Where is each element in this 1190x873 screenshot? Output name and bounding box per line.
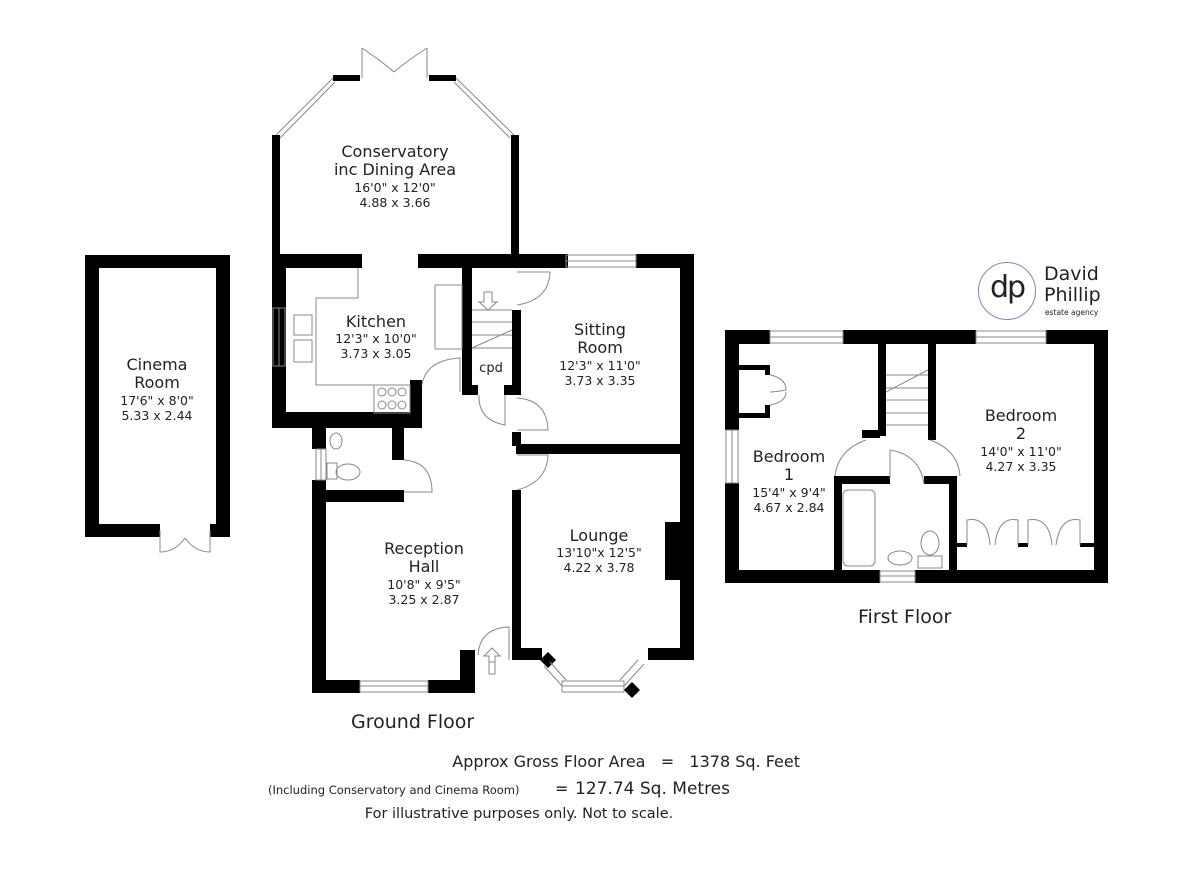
- room-name: 2: [1015, 424, 1027, 444]
- room-label-bedroom-1: Bedroom 1 15'4" x 9'4" 4.67 x 2.84: [752, 447, 826, 515]
- logo-name: David Phillip: [1044, 264, 1101, 306]
- equals-sign: =: [555, 779, 569, 798]
- fixtures-and-windows: [159, 47, 1081, 693]
- room-dimensions-imperial: 16'0" x 12'0": [354, 179, 436, 195]
- equals-sign: =: [660, 752, 675, 771]
- room-dimensions-metric: 3.73 x 3.35: [564, 372, 636, 388]
- room-name: Sitting: [574, 320, 626, 339]
- room-label-conservatory: Conservatory inc Dining Area 16'0" x 12'…: [333, 142, 457, 210]
- disclaimer: For illustrative purposes only. Not to s…: [364, 806, 674, 822]
- agency-logo: dp David Phillip estate agency: [978, 262, 1118, 322]
- room-name: Bedroom: [752, 447, 826, 466]
- room-label-cupboard: cpd: [479, 361, 503, 377]
- walls: [85, 75, 1108, 698]
- room-label-sitting-room: Sitting Room 12'3" x 11'0" 3.73 x 3.35: [559, 320, 641, 388]
- room-name: Room: [134, 373, 180, 393]
- logo-name-line1: David: [1044, 263, 1099, 285]
- room-dimensions-imperial: 14'0" x 11'0": [980, 443, 1062, 459]
- area-sqft: 1378 Sq. Feet: [689, 752, 800, 771]
- room-name: Lounge: [569, 526, 629, 545]
- including-note: (Including Conservatory and Cinema Room): [268, 783, 520, 797]
- room-dimensions-metric: 3.73 x 3.05: [340, 346, 412, 362]
- room-dimensions-imperial: 15'4" x 9'4": [752, 484, 826, 500]
- room-name: 1: [783, 465, 795, 485]
- logo-monogram: dp: [989, 270, 1026, 305]
- room-dimensions-metric: 4.27 x 3.35: [985, 458, 1057, 474]
- room-name: Kitchen: [345, 312, 407, 331]
- logo-circle-icon: [978, 262, 1036, 320]
- room-dimensions-metric: 4.22 x 3.78: [563, 560, 635, 576]
- room-name: Cinema: [126, 355, 188, 374]
- room-name: inc Dining Area: [333, 160, 457, 180]
- room-name: cpd: [479, 361, 503, 376]
- first-floor-title: First Floor: [858, 606, 952, 628]
- room-label-bedroom-2: Bedroom 2 14'0" x 11'0" 4.27 x 3.35: [980, 406, 1062, 474]
- room-dimensions-metric: 4.88 x 3.66: [359, 194, 431, 210]
- room-dimensions-metric: 4.67 x 2.84: [753, 499, 825, 515]
- ground-floor-title: Ground Floor: [351, 711, 475, 733]
- room-dimensions-imperial: 12'3" x 11'0": [559, 357, 641, 373]
- room-label-cinema-room: Cinema Room 17'6" x 8'0" 5.33 x 2.44: [120, 355, 194, 423]
- room-name: Conservatory: [341, 142, 449, 161]
- room-name: Reception: [384, 539, 464, 558]
- room-dimensions-metric: 3.25 x 2.87: [388, 591, 460, 607]
- logo-tagline: estate agency: [1045, 308, 1099, 317]
- gross-area-line: Approx Gross Floor Area = 1378 Sq. Feet: [0, 752, 1040, 771]
- room-label-lounge: Lounge 13'10"x 12'5" 4.22 x 3.78: [556, 526, 642, 576]
- room-label-kitchen: Kitchen 12'3" x 10'0" 3.73 x 3.05: [335, 312, 417, 362]
- room-dimensions-imperial: 17'6" x 8'0": [120, 392, 194, 408]
- room-dimensions-imperial: 13'10"x 12'5": [556, 545, 642, 561]
- room-label-reception-hall: Reception Hall 10'8" x 9'5" 3.25 x 2.87: [384, 539, 464, 607]
- room-dimensions-metric: 5.33 x 2.44: [121, 407, 193, 423]
- area-sqm: 127.74 Sq. Metres: [575, 779, 731, 799]
- logo-name-line2: Phillip: [1044, 284, 1101, 306]
- room-name: Bedroom: [984, 406, 1058, 425]
- room-dimensions-imperial: 10'8" x 9'5": [387, 576, 461, 592]
- room-name: Hall: [408, 557, 440, 577]
- room-name: Room: [577, 338, 623, 358]
- gross-area-text: Approx Gross Floor Area = 1378 Sq. Feet: [240, 752, 800, 771]
- room-dimensions-imperial: 12'3" x 10'0": [335, 331, 417, 347]
- area-label: Approx Gross Floor Area: [452, 752, 646, 771]
